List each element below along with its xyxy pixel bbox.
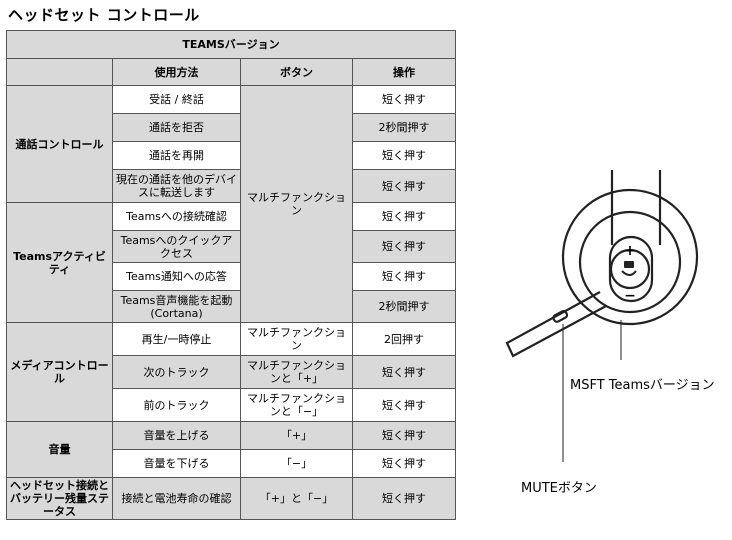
method-cell: Teams通知への応答	[112, 262, 241, 291]
operation-cell: 短く押す	[352, 477, 456, 520]
teams-version-label: MSFT Teamsバージョン	[570, 378, 715, 393]
operation-cell: 短く押す	[352, 262, 456, 291]
version-header: TEAMSバージョン	[6, 30, 456, 59]
method-cell: 音量を下げる	[112, 449, 241, 478]
button-cell: 「+」と「−」	[240, 477, 353, 520]
method-cell: 音量を上げる	[112, 421, 241, 450]
operation-cell: 短く押す	[352, 449, 456, 478]
method-cell: Teamsへのクイックアクセス	[112, 230, 241, 263]
method-cell: 再生/一時停止	[112, 322, 241, 356]
header-empty	[6, 58, 113, 86]
minus-icon: −	[624, 288, 636, 304]
headset-diagram: + −	[505, 170, 699, 462]
method-cell: 次のトラック	[112, 355, 241, 389]
operation-cell: 短く押す	[352, 141, 456, 170]
operation-cell: 2秒間押す	[352, 113, 456, 142]
method-cell: 接続と電池寿命の確認	[112, 477, 241, 520]
group-volume: 音量	[6, 421, 113, 478]
method-cell: 前のトラック	[112, 388, 241, 422]
teams-phone-icon	[621, 261, 637, 276]
button-cell: マルチファンクション	[240, 322, 353, 356]
controls-table: TEAMSバージョン 使用方法 ボタン 操作 通話コントロール 受話 / 終話 …	[6, 30, 456, 520]
button-cell: 「−」	[240, 449, 353, 478]
operation-cell: 短く押す	[352, 355, 456, 389]
method-cell: Teams音声機能を起動 (Cortana)	[112, 290, 241, 323]
boom-mic	[505, 291, 607, 358]
operation-cell: 短く押す	[352, 202, 456, 231]
method-cell: 通話を拒否	[112, 113, 241, 142]
mute-button-outline	[552, 310, 569, 323]
header-method: 使用方法	[112, 58, 241, 86]
group-media-control: メディアコントロール	[6, 322, 113, 422]
button-cell: マルチファンクションと「+」	[240, 355, 353, 389]
operation-cell: 短く押す	[352, 230, 456, 263]
operation-cell: 2回押す	[352, 322, 456, 356]
headband	[610, 170, 662, 245]
page-title: ヘッドセット コントロール	[8, 6, 200, 24]
teams-button	[609, 248, 651, 290]
operation-cell: 短く押す	[352, 85, 456, 114]
method-cell: 現在の通話を他のデバイスに転送します	[112, 169, 241, 203]
mute-button-label: MUTEボタン	[521, 481, 597, 496]
operation-cell: 短く押す	[352, 169, 456, 203]
group-teams-activity: Teamsアクティビティ	[6, 202, 113, 323]
operation-cell: 短く押す	[352, 388, 456, 422]
plus-icon: +	[624, 243, 636, 259]
ear-cup-outer	[561, 188, 699, 326]
header-operation: 操作	[352, 58, 456, 86]
button-multifunction-cell: マルチファンクション	[240, 85, 353, 323]
group-status: ヘッドセット接続とバッテリー残量ステータス	[6, 477, 113, 520]
method-cell: Teamsへの接続確認	[112, 202, 241, 231]
method-cell: 受話 / 終話	[112, 85, 241, 114]
operation-cell: 短く押す	[352, 421, 456, 450]
ear-cup-inner	[578, 210, 682, 314]
header-button: ボタン	[240, 58, 353, 86]
button-cell: マルチファンクションと「−」	[240, 388, 353, 422]
group-call-control: 通話コントロール	[6, 85, 113, 203]
method-cell: 通話を再開	[112, 141, 241, 170]
button-cell: 「+」	[240, 421, 353, 450]
operation-cell: 2秒間押す	[352, 290, 456, 323]
